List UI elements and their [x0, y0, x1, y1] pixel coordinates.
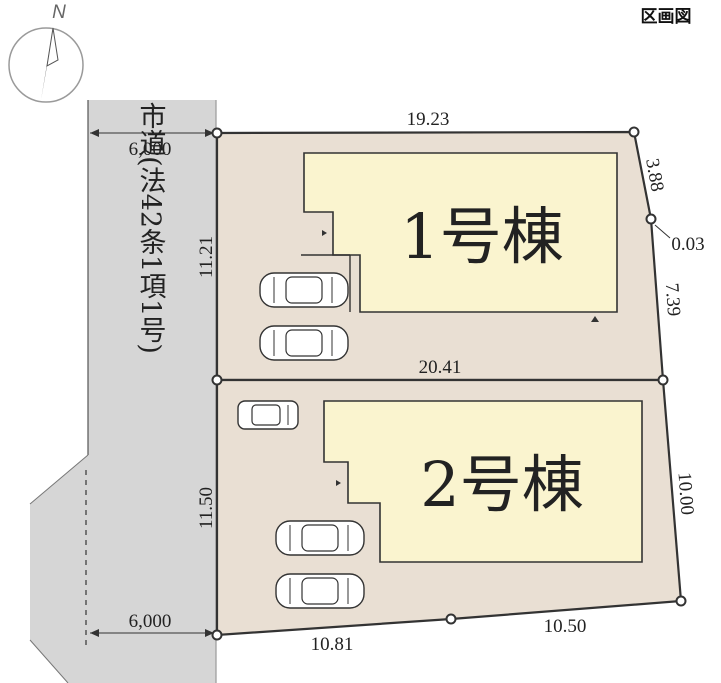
car-icon: [259, 325, 349, 361]
lot-2-left-dimension: 11.50: [196, 487, 217, 529]
lot-1-name: 1号棟: [400, 200, 563, 273]
road-name-label: 市道(法42条1項1号): [135, 102, 167, 354]
north-letter: N: [52, 2, 66, 23]
car-icon: [259, 272, 349, 308]
small-car-icon: [237, 400, 299, 430]
lot-1-left-dimension: 11.21: [196, 236, 217, 278]
car-icon: [275, 520, 365, 556]
lot-2-top-dimension: 20.41: [419, 357, 462, 378]
parking-cars: [237, 272, 365, 609]
north-compass-icon: N: [8, 2, 84, 103]
road-width-bottom-label: 6,000: [129, 611, 172, 632]
car-icon: [275, 573, 365, 609]
lot-2-right-dimension: 10.00: [674, 472, 698, 516]
boundary-markers: [211, 126, 687, 641]
road-width-top-label: 6,000: [129, 139, 172, 160]
lot-1-building: [303, 152, 618, 313]
municipal-road: [29, 100, 217, 683]
lot-1-right-offset-dimension: 0.03: [671, 234, 704, 255]
lot-2-building: [323, 400, 643, 563]
lot-1-right-lower-dimension: 7.39: [661, 282, 684, 317]
lot-2-name: 2号棟: [420, 448, 583, 521]
lot-1-top-dimension: 19.23: [407, 109, 450, 130]
diagram-title-label: 区画図: [641, 7, 692, 27]
lot-2-bottom-left-dimension: 10.81: [311, 634, 354, 655]
lot-2-bottom-right-dimension: 10.50: [544, 616, 587, 637]
